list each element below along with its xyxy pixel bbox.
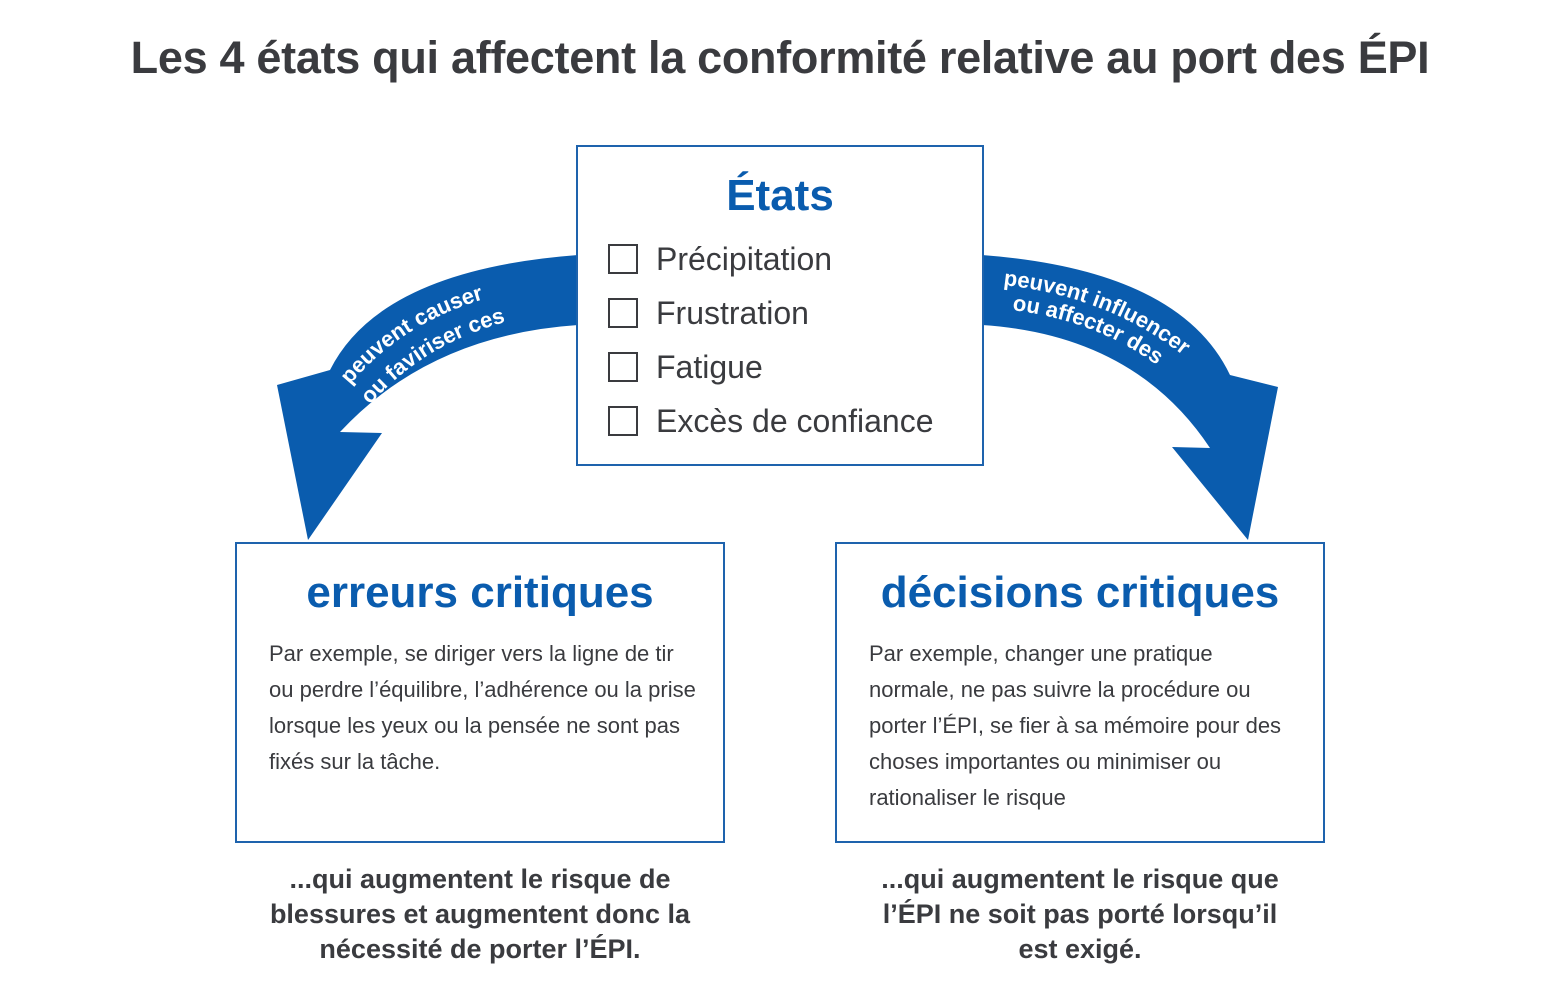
state-label: Excès de confiance (656, 402, 934, 439)
checkbox-icon[interactable] (608, 298, 638, 328)
state-label: Frustration (656, 294, 809, 331)
checkbox-icon[interactable] (608, 406, 638, 436)
left-curved-arrow (277, 255, 578, 540)
state-item-exces-de-confiance[interactable]: Excès de confiance (608, 401, 934, 441)
critical-decisions-text: Par exemple, changer une pratique normal… (869, 641, 1282, 810)
critical-errors-box: erreurs critiques Par exemple, se dirige… (235, 542, 725, 843)
state-label: Précipitation (656, 240, 833, 277)
state-item-precipitation[interactable]: Précipitation (608, 239, 832, 279)
critical-decisions-box: décisions critiques Par exemple, changer… (835, 542, 1325, 843)
right-curved-arrow (982, 255, 1278, 540)
checkbox-icon[interactable] (608, 352, 638, 382)
state-item-fatigue[interactable]: Fatigue (608, 347, 763, 387)
states-title: États (726, 171, 834, 220)
critical-errors-conclusion: ...qui augmentent le risque de blessures… (269, 864, 691, 964)
page-title: Les 4 états qui affectent la conformité … (130, 32, 1430, 83)
state-item-frustration[interactable]: Frustration (608, 293, 809, 333)
critical-errors-text: Par exemple, se diriger vers la ligne de… (269, 641, 696, 774)
checkbox-icon[interactable] (608, 244, 638, 274)
critical-decisions-conclusion: ...qui augmentent le risque que l’ÉPI ne… (881, 864, 1279, 964)
states-box: États Précipitation Frustration Fatigue … (576, 145, 984, 466)
state-label: Fatigue (656, 348, 763, 385)
critical-decisions-title: décisions critiques (880, 568, 1280, 617)
critical-errors-title: erreurs critiques (306, 568, 654, 617)
